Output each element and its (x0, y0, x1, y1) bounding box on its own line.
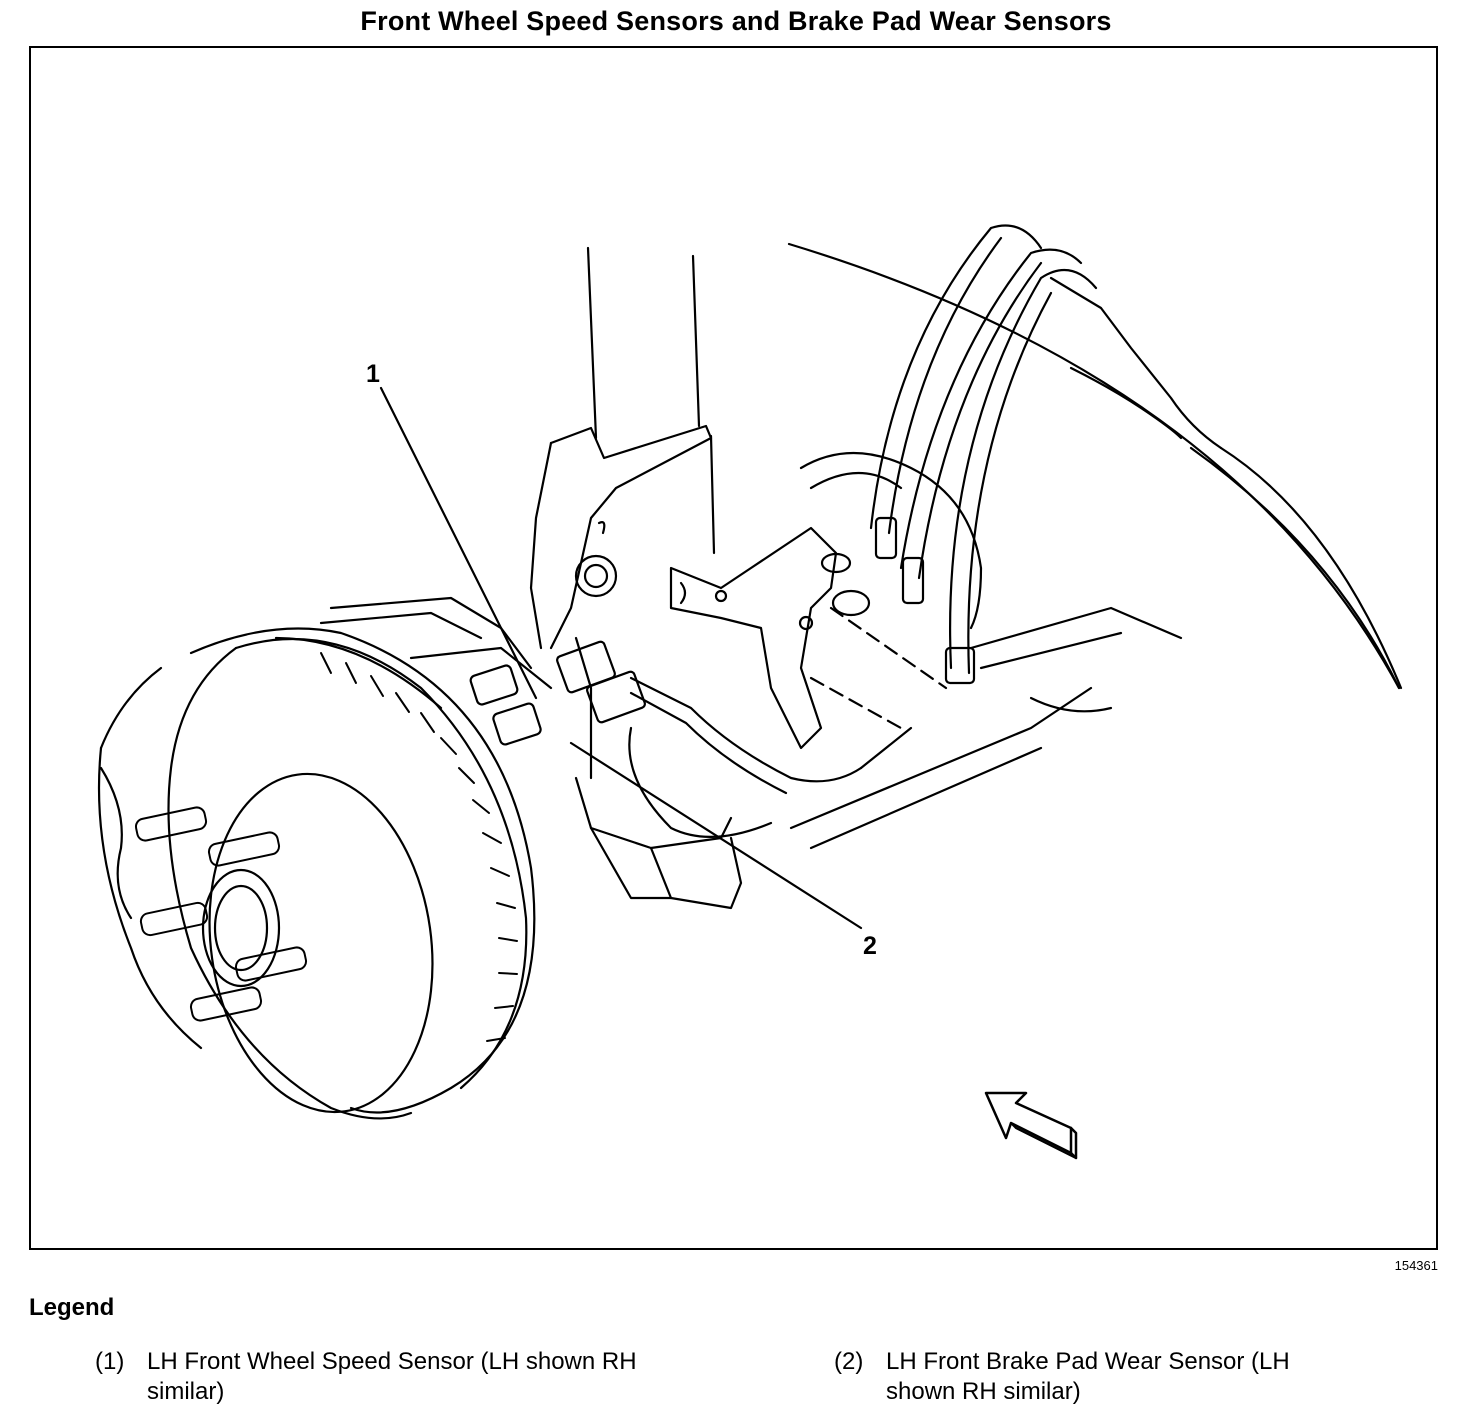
diagram-title: Front Wheel Speed Sensors and Brake Pad … (360, 6, 1112, 36)
caliper (319, 596, 553, 690)
legend-item-number: (1) (95, 1348, 125, 1375)
sensor-bracket (669, 526, 871, 750)
speed-sensor-connector (469, 640, 646, 746)
upper-housing (799, 452, 983, 630)
wheel-studs (134, 806, 308, 1022)
callout-1-leader (379, 386, 538, 700)
tire-arc-right (1189, 446, 1401, 690)
legend-title: Legend (29, 1294, 115, 1321)
brake-assembly-illustration: 1 2 (97, 224, 1403, 1160)
legend-item-text: LH Front Wheel Speed Sensor (LH shown RH… (147, 1348, 637, 1405)
steering-knuckle (529, 424, 743, 910)
brake-rotor (167, 627, 536, 1120)
legend-item-text: LH Front Brake Pad Wear Sensor (LH shown… (886, 1348, 1290, 1405)
brake-hoses (869, 224, 1403, 690)
callout-1-label: 1 (366, 360, 380, 388)
sensor-wire (628, 606, 948, 838)
legend-item-number: (2) (834, 1348, 864, 1375)
legend-item-2: (2) LH Front Brake Pad Wear Sensor (LH s… (834, 1347, 1346, 1407)
callout-2-label: 2 (863, 932, 877, 960)
illustration-frame: 1 2 (29, 46, 1438, 1250)
callout-2-leader (569, 741, 863, 930)
strut-lines (586, 246, 716, 555)
figure-id: 154361 (1394, 1258, 1438, 1273)
legend-item-1: (1) LH Front Wheel Speed Sensor (LH show… (95, 1347, 687, 1407)
wheel-hub (97, 666, 434, 1114)
front-direction-arrow (984, 1091, 1078, 1160)
lower-control-arm (789, 606, 1183, 850)
